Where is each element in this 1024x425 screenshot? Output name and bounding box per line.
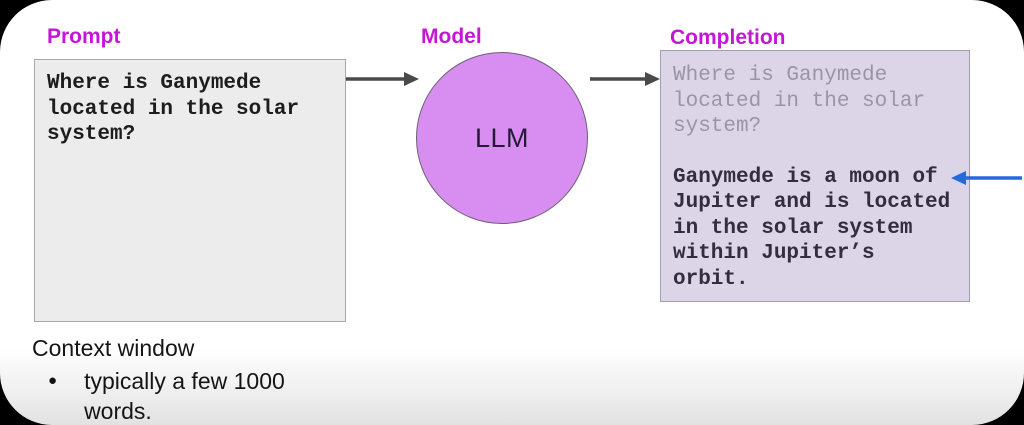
arrow-prompt-to-model-icon (346, 72, 419, 86)
completion-response-text: Ganymede is a moon of Jupiter and is loc… (673, 165, 951, 291)
llm-node-label: LLM (474, 122, 530, 153)
context-window-notes: Context window ● typically a few 1000 wo… (32, 334, 285, 425)
prompt-label: Prompt (47, 25, 121, 48)
completion-box: Where is Ganymede located in the solar s… (660, 50, 970, 302)
prompt-box: Where is Ganymede located in the solar s… (34, 59, 346, 322)
prompt-text: Where is Ganymede located in the solar s… (47, 72, 300, 146)
context-window-heading: Context window (32, 335, 195, 361)
llm-circle-node: LLM (416, 52, 588, 224)
arrow-model-to-completion-icon (590, 72, 660, 86)
model-label: Model (421, 25, 482, 48)
bullet-text: typically a few 1000 words. (84, 368, 285, 424)
list-item: ● typically a few 1000 words. (32, 366, 285, 425)
bullet-icon: ● (48, 372, 58, 389)
completion-label: Completion (670, 26, 786, 49)
completion-echoed-prompt-text: Where is Ganymede located in the solar s… (673, 64, 926, 138)
